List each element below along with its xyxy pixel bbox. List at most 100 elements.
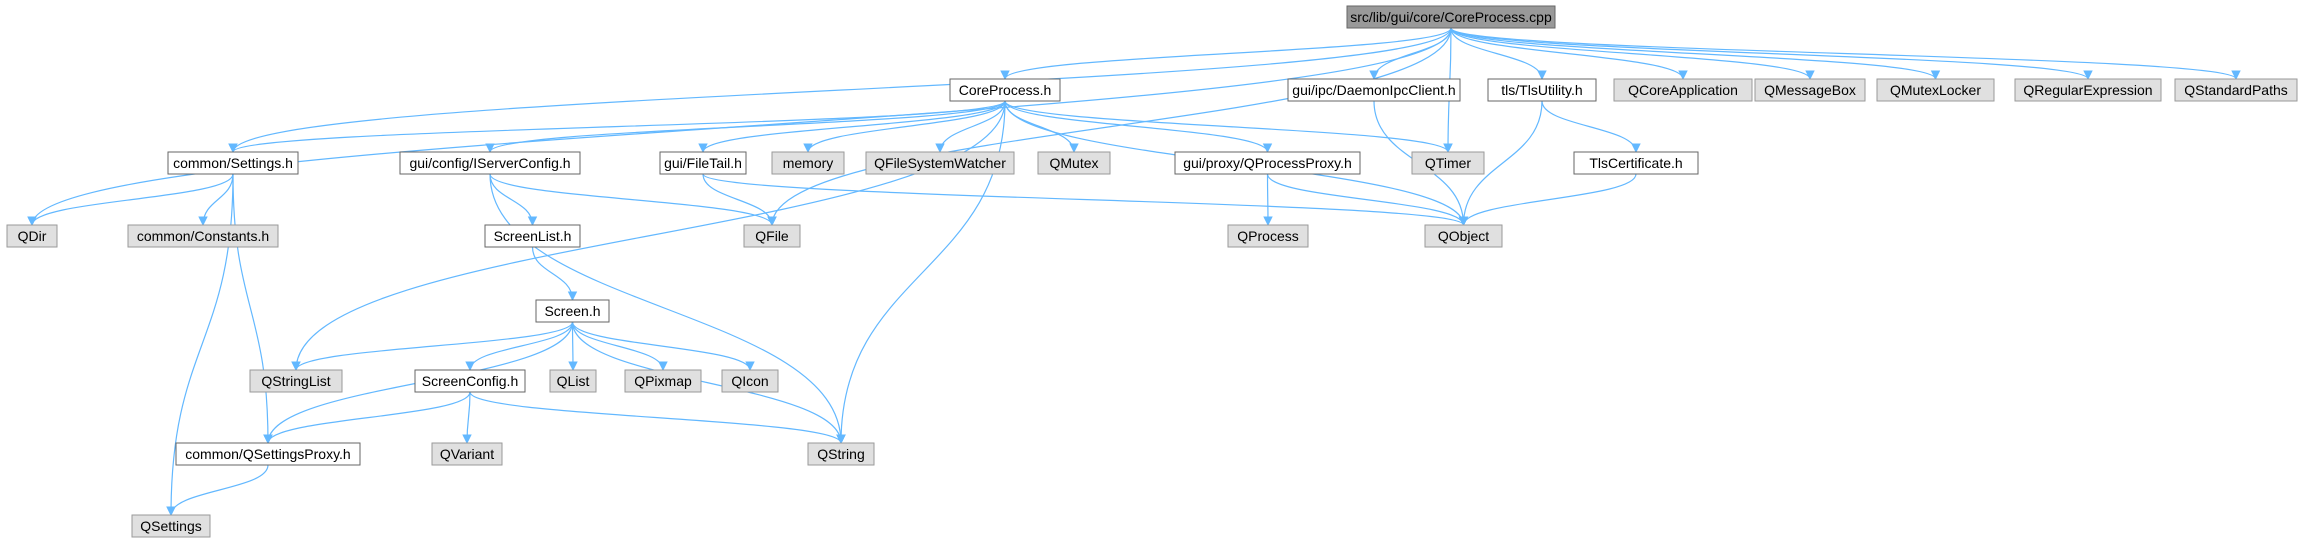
node-qprocproxy[interactable]: gui/proxy/QProcessProxy.h [1174, 151, 1361, 175]
edge-root-to-settings_h [228, 27, 1452, 153]
node-box [659, 151, 747, 175]
node-qsettingsproxy[interactable]: common/QSettingsProxy.h [175, 442, 361, 466]
node-label: QPixmap [634, 373, 692, 389]
node-box [249, 369, 343, 393]
node-qsettings: QSettings [131, 514, 211, 538]
node-qmutexlocker: QMutexLocker [1876, 78, 1995, 102]
edge-root-to-qmessagebox [1450, 27, 1815, 80]
node-label: common/Settings.h [173, 155, 293, 171]
edge-coreprocess_h-to-qstringlist [291, 100, 1006, 371]
node-label: QList [557, 373, 590, 389]
edge-iserverconfig-to-qstring [489, 173, 846, 444]
node-label: QMutex [1049, 155, 1098, 171]
node-label: ScreenList.h [494, 228, 572, 244]
node-qvariant: QVariant [431, 442, 503, 466]
node-filetail[interactable]: gui/FileTail.h [659, 151, 747, 175]
edge-screenlist-to-screen_h [531, 246, 578, 301]
node-box [1287, 78, 1461, 102]
edge-settings_h-to-qsettingsproxy [232, 173, 273, 444]
node-qdir: QDir [6, 224, 58, 248]
node-label: gui/ipc/DaemonIpcClient.h [1292, 82, 1455, 98]
node-box [865, 151, 1015, 175]
node-box [484, 224, 581, 248]
edge-coreprocess_h-to-qprocproxy [1004, 100, 1273, 153]
node-label: common/QSettingsProxy.h [185, 446, 350, 462]
node-tlscert[interactable]: TlsCertificate.h [1573, 151, 1699, 175]
node-qstringlist: QStringList [249, 369, 343, 393]
node-box [399, 151, 581, 175]
nodes-layer: src/lib/gui/core/CoreProcess.cppCoreProc… [6, 5, 2298, 538]
node-qpixmap: QPixmap [624, 369, 702, 393]
node-screenlist[interactable]: ScreenList.h [484, 224, 581, 248]
node-label: QMessageBox [1764, 82, 1856, 98]
node-label: QMutexLocker [1890, 82, 1981, 98]
node-qmutex: QMutex [1037, 151, 1111, 175]
edge-screenconfig-to-qvariant [462, 391, 472, 444]
node-qfsw: QFileSystemWatcher [865, 151, 1015, 175]
node-box [414, 369, 526, 393]
node-box [1346, 5, 1556, 29]
node-label: src/lib/gui/core/CoreProcess.cpp [1350, 9, 1552, 25]
node-coreprocess_h[interactable]: CoreProcess.h [949, 78, 1061, 102]
node-qicon: QIcon [721, 369, 779, 393]
node-box [1754, 78, 1866, 102]
node-qlist: QList [549, 369, 597, 393]
node-daemonipc[interactable]: gui/ipc/DaemonIpcClient.h [1287, 78, 1461, 102]
edge-root-to-coreprocess_h [1000, 27, 1452, 80]
node-box [624, 369, 702, 393]
node-label: TlsCertificate.h [1589, 155, 1682, 171]
edge-screen_h-to-screenconfig [465, 321, 574, 371]
node-root[interactable]: src/lib/gui/core/CoreProcess.cpp [1346, 5, 1556, 29]
node-qtimer: QTimer [1411, 151, 1485, 175]
node-box [549, 369, 597, 393]
node-label: Screen.h [544, 303, 600, 319]
edge-screenconfig-to-qstring [469, 391, 846, 444]
node-label: QDir [18, 228, 47, 244]
node-screenconfig[interactable]: ScreenConfig.h [414, 369, 526, 393]
node-label: ScreenConfig.h [422, 373, 519, 389]
edge-qprocproxy-to-qprocess [1263, 173, 1273, 226]
edge-screen_h-to-qlist [568, 321, 578, 371]
node-label: CoreProcess.h [959, 82, 1052, 98]
node-qcoreapp: QCoreApplication [1613, 78, 1753, 102]
node-box [167, 151, 299, 175]
node-label: QTimer [1425, 155, 1471, 171]
node-box [721, 369, 779, 393]
edge-root-to-qregexp [1450, 27, 2093, 80]
node-tlsutility[interactable]: tls/TlsUtility.h [1487, 78, 1597, 102]
node-box [6, 224, 58, 248]
edge-settings_h-to-qdir [27, 173, 234, 226]
edge-root-to-qcoreapp [1450, 27, 1688, 80]
node-box [2174, 78, 2298, 102]
node-qfile: QFile [743, 224, 801, 248]
node-box [1613, 78, 1753, 102]
node-box [1573, 151, 1699, 175]
node-qobject: QObject [1424, 224, 1503, 248]
edge-coreprocess_h-to-filetail [698, 100, 1006, 153]
node-qprocess: QProcess [1227, 224, 1309, 248]
node-settings_h[interactable]: common/Settings.h [167, 151, 299, 175]
node-label: QVariant [440, 446, 494, 462]
node-box [771, 151, 845, 175]
node-label: QObject [1438, 228, 1489, 244]
node-label: QStringList [261, 373, 330, 389]
node-iserverconfig[interactable]: gui/config/IServerConfig.h [399, 151, 581, 175]
node-label: memory [783, 155, 834, 171]
node-box [1037, 151, 1111, 175]
edge-qsettingsproxy-to-qsettings [166, 464, 269, 516]
edge-filetail-to-qfile [702, 173, 777, 226]
edge-root-to-qmutexlocker [1450, 27, 1941, 80]
edge-screen_h-to-qicon [571, 321, 755, 371]
node-label: QIcon [731, 373, 768, 389]
edge-coreprocess_h-to-qtimer [1004, 100, 1453, 153]
node-label: QRegularExpression [2023, 82, 2152, 98]
node-label: tls/TlsUtility.h [1501, 82, 1582, 98]
node-box [431, 442, 503, 466]
node-box [1876, 78, 1995, 102]
node-label: QFile [755, 228, 789, 244]
node-box [743, 224, 801, 248]
node-label: QCoreApplication [1628, 82, 1738, 98]
edges-layer [27, 27, 2241, 516]
node-screen_h[interactable]: Screen.h [535, 299, 610, 323]
